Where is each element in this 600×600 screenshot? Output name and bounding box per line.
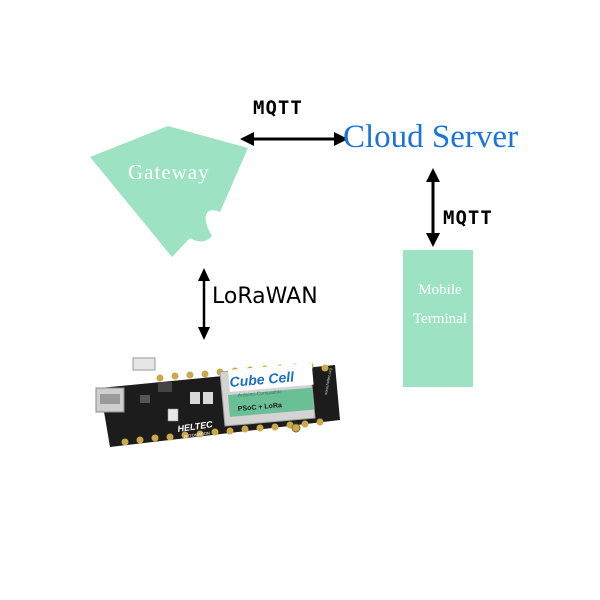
maker-sub-text: AUTOMATION bbox=[183, 430, 210, 439]
lorawan-label: LoRaWAN bbox=[212, 284, 318, 309]
small-connector bbox=[167, 408, 179, 422]
mobile-terminal-line2: Terminal bbox=[413, 311, 467, 327]
battery-connector bbox=[132, 357, 156, 371]
cubecell-board[interactable]: Cube Cell Arduino-Compatible PSoC + LoRa… bbox=[95, 357, 340, 447]
module-label-band bbox=[228, 362, 314, 392]
mqtt-label-right: MQTT bbox=[443, 207, 493, 229]
cloud-mobile-arrow bbox=[426, 168, 440, 247]
mqtt-label-top: MQTT bbox=[253, 97, 303, 119]
gateway-node-shape[interactable] bbox=[90, 126, 248, 257]
gateway-label: Gateway bbox=[128, 160, 210, 184]
board-url-text: www.heltec.org bbox=[323, 368, 333, 396]
gateway-device-arrow bbox=[198, 268, 210, 340]
maker-logo-text: HELTEC bbox=[177, 419, 214, 434]
module-chip-band bbox=[228, 387, 314, 417]
smd-component bbox=[140, 395, 150, 403]
module-brand-text: Cube Cell bbox=[229, 368, 296, 390]
module-subtitle-text: Arduino-Compatible bbox=[238, 389, 283, 399]
cloud-server-label[interactable]: Cloud Server bbox=[343, 119, 519, 155]
button-switch bbox=[190, 392, 200, 404]
antenna-connector bbox=[291, 423, 301, 433]
gateway-cloud-arrow bbox=[240, 132, 348, 146]
module-chip-text: PSoC + LoRa bbox=[238, 402, 283, 413]
mobile-terminal-label: Mobile Terminal bbox=[403, 276, 477, 334]
smd-component bbox=[158, 382, 172, 392]
mobile-terminal-line1: Mobile bbox=[418, 282, 462, 298]
button-switch bbox=[203, 392, 213, 404]
usb-port-slot bbox=[100, 394, 120, 404]
mobile-terminal-node-shape[interactable] bbox=[403, 250, 473, 387]
bottom-header-pins bbox=[121, 418, 324, 446]
